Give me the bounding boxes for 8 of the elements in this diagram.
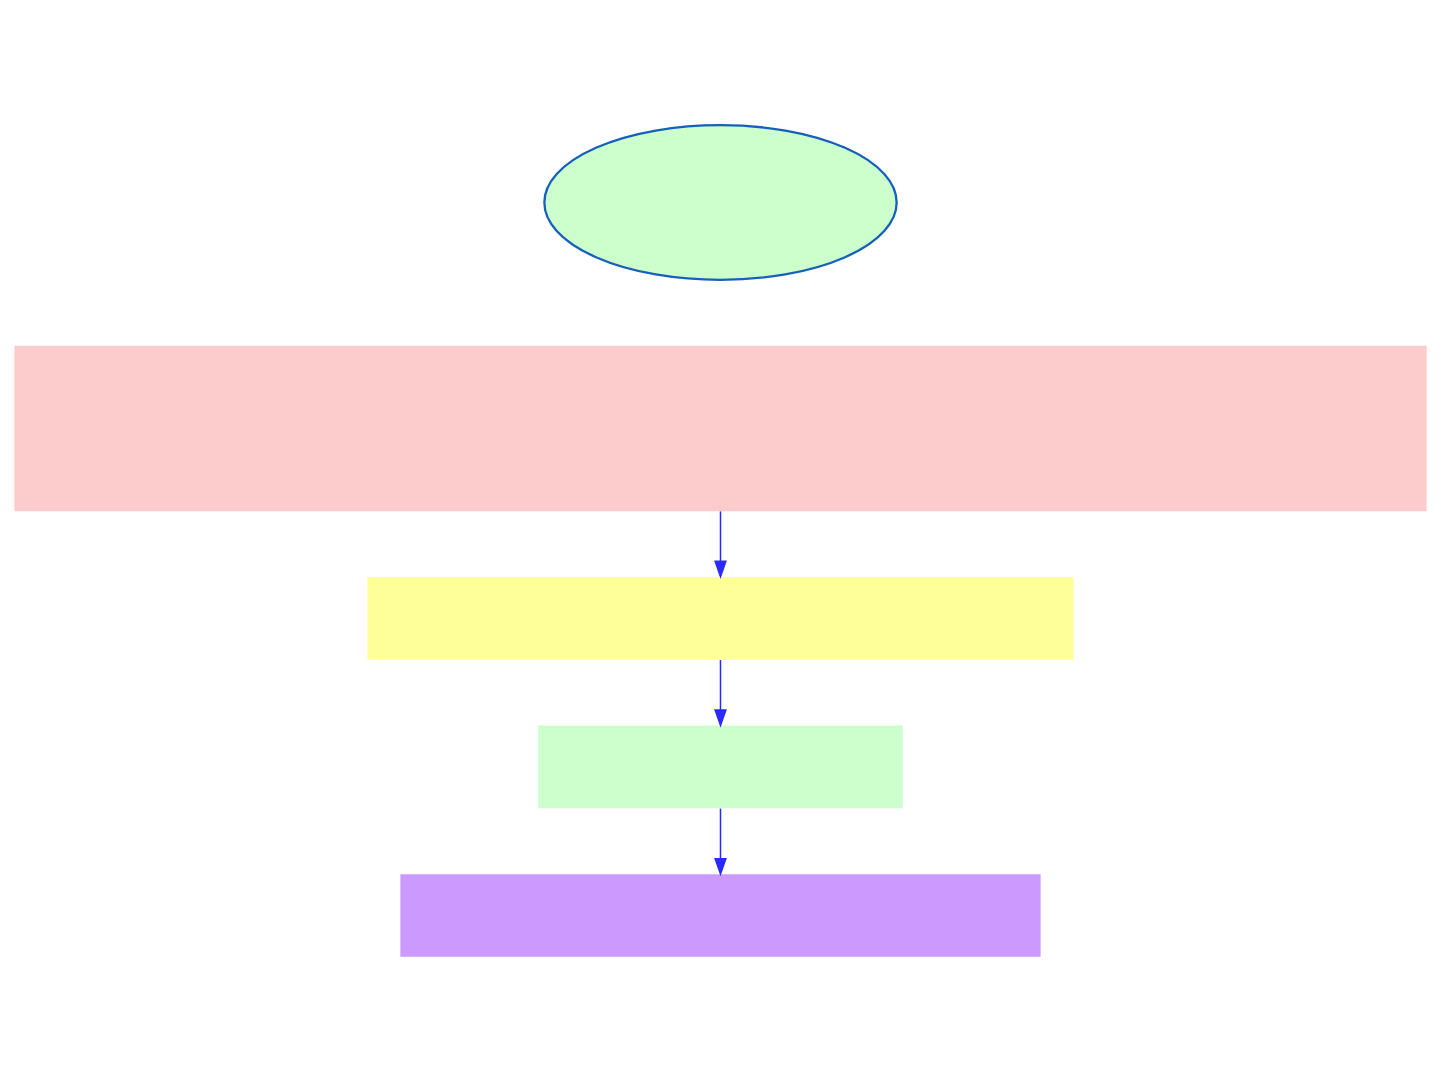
arrow — [714, 510, 727, 579]
node-box — [538, 725, 903, 808]
node-box — [14, 345, 1427, 511]
node-box — [400, 873, 1041, 957]
arrow — [714, 658, 727, 728]
node-box — [367, 576, 1074, 660]
node-ellipse — [543, 123, 898, 281]
arrow — [714, 807, 727, 876]
